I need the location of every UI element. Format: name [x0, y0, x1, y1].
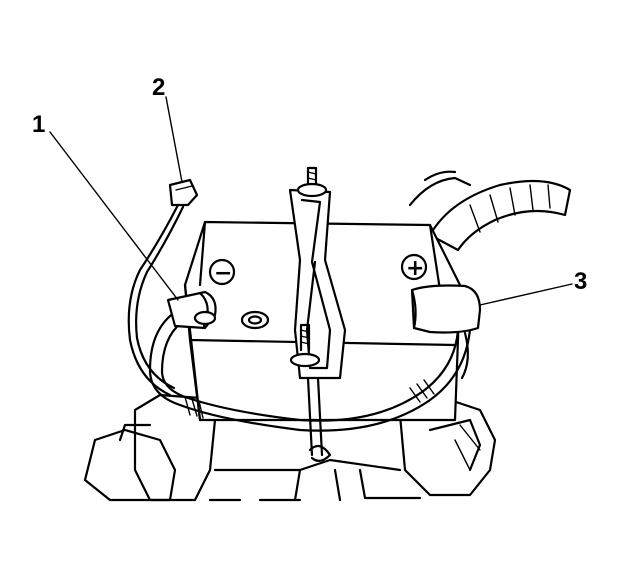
leader-line-1	[49, 131, 179, 301]
hold-down-bracket	[288, 166, 347, 457]
callout-label-1: 1	[32, 111, 45, 138]
positive-terminal-boot	[410, 284, 482, 334]
leader-line-2	[165, 96, 183, 183]
leader-line-3	[479, 283, 573, 306]
negative-symbol: −	[214, 261, 232, 286]
positive-symbol: +	[406, 256, 424, 281]
callout-label-3: 3	[574, 268, 587, 295]
positive-cable	[410, 284, 482, 380]
ground-wire-nut	[168, 178, 199, 207]
positive-terminal-marker	[400, 253, 428, 281]
negative-terminal-marker	[208, 258, 236, 286]
negative-cable	[148, 290, 472, 432]
callout-leaders	[49, 96, 573, 306]
radiator-hose	[408, 170, 572, 252]
callout-label-2: 2	[152, 74, 165, 101]
engine-components-background	[83, 393, 497, 502]
ground-wire	[127, 178, 199, 397]
